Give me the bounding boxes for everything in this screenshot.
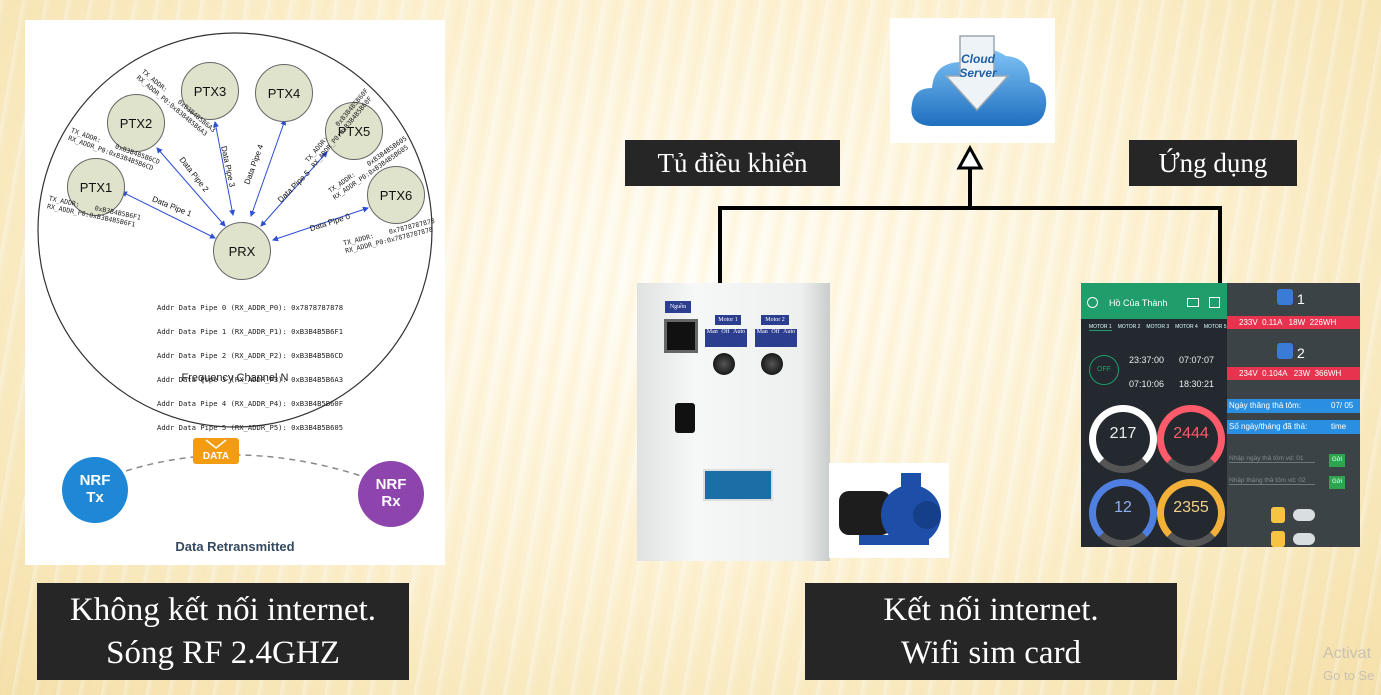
timer-value: 07:10:06 xyxy=(1129,379,1165,389)
node-ptx6: PTX6 xyxy=(367,166,425,224)
gauge-value: 217 xyxy=(1109,425,1137,442)
rf-diagram-lines xyxy=(37,32,433,527)
mobile-app-screenshot: Hồ Của Thành MOTOR 1 MOTOR 2 MOTOR 3 MOT… xyxy=(1081,283,1360,547)
info-row: Số ngày/tháng đã thả: time xyxy=(1227,420,1360,434)
lamp-toggle[interactable] xyxy=(1293,509,1315,521)
frequency-channel-label: Frequency Channel N xyxy=(181,372,289,384)
motor-2-readings: 234V 0.104A 23W 366WH xyxy=(1227,367,1360,380)
tab-motor-3[interactable]: MOTOR 3 xyxy=(1146,324,1170,330)
motor2-selector-knob[interactable] xyxy=(761,353,783,375)
lamp-icon xyxy=(1271,531,1285,547)
info-row: Ngày thăng thả tôm: 07/ 05 xyxy=(1227,399,1360,413)
node-ptx5: PTX5 xyxy=(325,102,383,160)
app-title: Hồ Của Thành xyxy=(1109,298,1168,308)
data-badge: DATA xyxy=(202,451,230,462)
lamp-icon xyxy=(1271,507,1285,523)
tab-motor-2[interactable]: MOTOR 2 xyxy=(1117,324,1141,330)
address-list-row: Addr Data Pipe 1 (RX_ADDR_P1): 0xB3B4B5B… xyxy=(157,327,344,336)
power-label: Nguồn xyxy=(665,301,691,313)
cabinet-info-sticker xyxy=(703,469,773,501)
timer-value: 07:07:07 xyxy=(1179,355,1215,365)
address-list-row: Addr Data Pipe 2 (RX_ADDR_P2): 0xB3B4B5B… xyxy=(157,351,344,360)
motor1-label: Motor 1 xyxy=(715,315,741,325)
menu-icon[interactable] xyxy=(1209,297,1220,308)
motor-status-toggle[interactable]: OFF xyxy=(1089,355,1119,385)
app-header xyxy=(1081,283,1227,319)
gauge-value: 12 xyxy=(1114,499,1132,516)
voltage-gauge xyxy=(1089,405,1157,473)
month-input[interactable]: Nhập tháng thả tôm vd: 02 xyxy=(1229,477,1315,485)
motor-1-icon xyxy=(1277,289,1293,305)
node-ptx4: PTX4 xyxy=(255,64,313,122)
activation-watermark-sub: Go to Se xyxy=(1323,668,1375,683)
timer-value: 23:37:00 xyxy=(1129,355,1165,365)
node-ptx2: PTX2 xyxy=(107,94,165,152)
send-month-button[interactable]: Gửi xyxy=(1329,476,1345,489)
offline-caption: Không kết nối internet. Sóng RF 2.4GHZ xyxy=(37,583,409,680)
back-icon[interactable] xyxy=(1087,297,1098,308)
node-ptx1: PTX1 xyxy=(67,158,125,216)
motor-1-readings: 233V 0.11A 18W 226WH xyxy=(1227,316,1360,329)
address-list-row: Addr Data Pipe 0 (RX_ADDR_P0): 0x7878787… xyxy=(157,303,344,312)
power-meter-icon xyxy=(664,319,698,353)
data-retransmitted-label: Data Retransmitted xyxy=(175,539,295,554)
send-day-button[interactable]: Gửi xyxy=(1329,454,1345,467)
motor2-label: Motor 2 xyxy=(761,315,789,325)
activation-watermark: Activat xyxy=(1323,645,1372,662)
address-list-row: Addr Data Pipe 5 (RX_ADDR_P5): 0xB3B4B5B… xyxy=(157,423,344,432)
pump-icon xyxy=(839,473,941,545)
power-gauge xyxy=(1157,405,1225,473)
lamp-toggle[interactable] xyxy=(1293,533,1315,545)
address-list-row: Addr Data Pipe 3 (RX_ADDR_P3): 0xB3B4B5B… xyxy=(157,375,344,384)
motor1-selector-knob[interactable] xyxy=(713,353,735,375)
online-caption: Kết nối internet. Wifi sim card xyxy=(805,583,1177,680)
tab-motor-1[interactable]: MOTOR 1 xyxy=(1089,323,1112,331)
current-gauge xyxy=(1089,479,1157,547)
timer-value: 18:30:21 xyxy=(1179,379,1215,389)
motor-2-icon xyxy=(1277,343,1293,359)
gauge-value: 2444 xyxy=(1173,425,1209,442)
day-input[interactable]: Nhập ngày thả tôm vd: 01 xyxy=(1229,455,1315,463)
connection-lines xyxy=(718,144,1222,283)
gauge-value: 2355 xyxy=(1173,499,1209,516)
rf-network-diagram: PTX1 PTX2 PTX3 PTX4 PTX5 PTX6 PRX Data P… xyxy=(25,20,445,565)
cabinet-label: Tủ điều khiển xyxy=(625,140,840,186)
water-pump-photo xyxy=(829,463,949,558)
tab-motor-5[interactable]: MOTOR 5 xyxy=(1203,324,1227,330)
door-lock-icon xyxy=(675,403,695,433)
tab-motor-4[interactable]: MOTOR 4 xyxy=(1175,324,1198,330)
motor-1-number: 1 xyxy=(1297,291,1305,307)
app-label: Ứng dụng xyxy=(1129,140,1297,186)
motor-2-number: 2 xyxy=(1297,345,1305,361)
node-ptx3: PTX3 xyxy=(181,62,239,120)
cloud-icon xyxy=(911,35,1047,127)
node-prx: PRX xyxy=(213,222,271,280)
energy-gauge xyxy=(1157,479,1225,547)
address-list-row: Addr Data Pipe 4 (RX_ADDR_P4): 0xB3B4B5B… xyxy=(157,399,344,408)
address-list: Addr Data Pipe 0 (RX_ADDR_P0): 0x7878787… xyxy=(157,288,343,448)
battery-icon xyxy=(1187,298,1199,307)
motor-tabs: MOTOR 1 MOTOR 2 MOTOR 3 MOTOR 4 MOTOR 5 xyxy=(1081,321,1235,333)
